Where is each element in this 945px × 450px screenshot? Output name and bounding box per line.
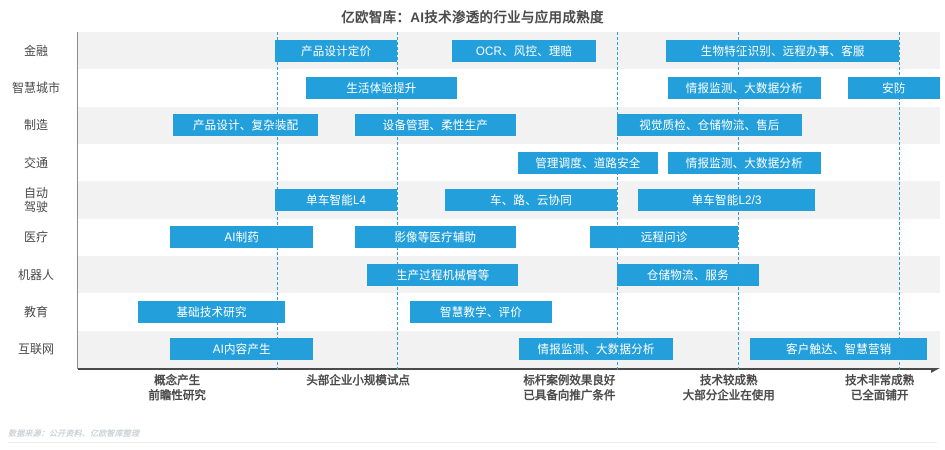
stage-divider-5 (899, 32, 901, 370)
y-axis-label-line: 交通 (23, 155, 48, 170)
maturity-item-box[interactable]: 情报监测、大数据分析 (667, 76, 822, 99)
chart-row: 管理调度、道路安全情报监测、大数据分析 (78, 144, 940, 182)
maturity-item-box[interactable]: 生产过程机械臂等 (366, 263, 519, 286)
maturity-item-box[interactable]: AI制药 (170, 226, 314, 249)
maturity-item-box[interactable]: OCR、风控、理赔 (452, 39, 597, 62)
y-axis-label-交通: 交通 (0, 156, 72, 170)
maturity-item-box[interactable]: 客户触达、智慧营销 (750, 338, 928, 361)
y-axis-label-机器人: 机器人 (0, 268, 72, 282)
y-axis-line (77, 32, 79, 369)
maturity-item-box[interactable]: 产品设计定价 (275, 39, 397, 62)
y-axis-label-line: 驾驶 (23, 200, 48, 214)
chart-row: 产品设计定价 OCR、风控、理赔 生物特征识别、远程办事、客服 (78, 32, 940, 70)
y-axis-label-金融: 金融 (0, 44, 72, 58)
stage-divider-1 (277, 32, 279, 370)
y-axis-label-智慧城市: 智慧城市 (0, 81, 72, 95)
maturity-item-box[interactable]: 安防 (847, 76, 940, 99)
stage-label-3: 标杆案例效果良好已具备向推广条件 (479, 374, 659, 404)
maturity-item-box[interactable]: 设备管理、柔性生产 (354, 114, 516, 137)
maturity-item-box[interactable]: 单车智能L4 (275, 188, 397, 211)
source-note: 数据来源：公开资料、亿欧智库整理 (8, 429, 140, 438)
stage-divider-3 (616, 32, 618, 370)
chart-row: AI制药 影像等医疗辅助 远程问诊 (78, 218, 940, 256)
x-axis-line (78, 368, 933, 370)
stage-label-line: 已全面铺开 (850, 390, 909, 402)
footer-divider (8, 442, 937, 443)
chart-row: 生活体验提升 情报监测、大数据分析 安防 (78, 69, 940, 107)
maturity-item-box[interactable]: 管理调度、道路安全 (517, 151, 659, 174)
stage-divider-2 (396, 32, 398, 370)
chart-row: AI内容产生 情报监测、大数据分析 客户触达、智慧营销 (78, 330, 940, 368)
y-axis-label-line: 金融 (23, 43, 48, 58)
maturity-item-box[interactable]: 仓储物流、服务 (616, 263, 759, 286)
y-axis-label-制造: 制造 (0, 118, 72, 132)
maturity-item-box[interactable]: 远程问诊 (590, 226, 739, 249)
y-axis-label-line: 机器人 (17, 267, 54, 282)
maturity-item-box[interactable]: AI内容产生 (170, 338, 314, 361)
chart-row: 单车智能L4 车、路、云协同单车智能L2/3 (78, 181, 940, 219)
y-axis-label-line: 互联网 (17, 342, 54, 357)
maturity-item-box[interactable]: 生物特征识别、远程办事、客服 (665, 39, 900, 62)
maturity-item-box[interactable]: 生活体验提升 (305, 76, 458, 99)
y-axis-label-line: 制造 (23, 118, 48, 133)
stage-label-5: 技术非常成熟已全面铺开 (790, 374, 945, 404)
chart-row: 生产过程机械臂等 仓储物流、服务 (78, 256, 940, 294)
stage-label-line: 前瞻性研究 (148, 390, 206, 402)
y-axis-label-互联网: 互联网 (0, 342, 72, 356)
stage-label-4: 技术较成熟大部分企业在使用 (639, 374, 819, 404)
stage-label-line: 头部企业小规模试点 (306, 375, 410, 387)
x-axis-arrow-icon (931, 363, 940, 373)
maturity-item-box[interactable]: 单车智能L2/3 (638, 188, 815, 211)
y-axis-label-line: 自动 (23, 186, 48, 200)
stage-label-line: 技术较成熟 (700, 375, 758, 387)
stage-label-line: 标杆案例效果良好 (523, 375, 616, 387)
stage-label-line: 概念产生 (154, 375, 201, 387)
maturity-item-box[interactable]: 视觉质检、仓储物流、售后 (616, 114, 803, 137)
maturity-item-box[interactable]: 智慧教学、评价 (409, 300, 553, 323)
maturity-item-box[interactable]: 产品设计、复杂装配 (172, 114, 319, 137)
y-axis-label-医疗: 医疗 (0, 230, 72, 244)
maturity-item-box[interactable]: 情报监测、大数据分析 (519, 338, 673, 361)
chart-row: 产品设计、复杂装配 设备管理、柔性生产 视觉质检、仓储物流、售后 (78, 106, 940, 144)
y-axis-label-line: 医疗 (23, 230, 48, 245)
y-axis-label-自动驾驶: 自动驾驶 (0, 186, 72, 214)
maturity-item-box[interactable]: 车、路、云协同 (445, 188, 617, 211)
y-axis-label-教育: 教育 (0, 305, 72, 319)
maturity-item-box[interactable]: 基础技术研究 (138, 300, 285, 323)
stage-label-line: 技术非常成熟 (845, 375, 915, 387)
chart-row: 基础技术研究 智慧教学、评价 (78, 293, 940, 331)
stage-divider-4 (738, 32, 740, 370)
stage-label-line: 大部分企业在使用 (682, 390, 775, 402)
y-axis-label-line: 智慧城市 (11, 81, 60, 95)
stage-label-1: 概念产生前瞻性研究 (87, 374, 267, 404)
stage-label-line: 已具备向推广条件 (523, 390, 616, 402)
maturity-item-box[interactable]: 影像等医疗辅助 (354, 226, 516, 249)
stage-label-2: 头部企业小规模试点 (268, 374, 448, 389)
maturity-item-box[interactable]: 情报监测、大数据分析 (667, 151, 822, 174)
y-axis-label-line: 教育 (23, 305, 48, 319)
page-title: 亿欧智库：AI技术渗透的行业与应用成熟度 (341, 10, 604, 25)
